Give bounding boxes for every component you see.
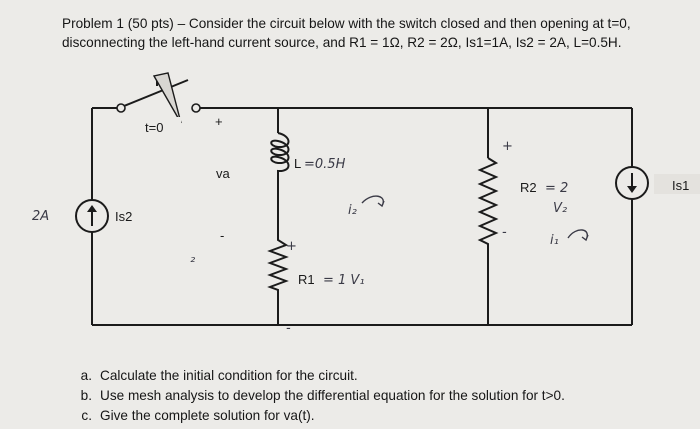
handwritten-inductor-value: =0.5H [304, 157, 346, 172]
switch [116, 72, 201, 124]
va-label: va [216, 166, 231, 181]
handwritten-r2-value: = 2 [545, 181, 568, 196]
question-c-text: Give the complete solution for va(t). [100, 408, 315, 423]
question-c-marker: c. [81, 408, 92, 423]
question-list: a. Calculate the initial condition for t… [62, 366, 682, 426]
handwritten-v2: V₂ [553, 201, 567, 216]
resistor-r2 [477, 157, 499, 262]
question-b-text: Use mesh analysis to develop the differe… [100, 388, 565, 403]
is1-label: Is1 [672, 178, 689, 193]
inductor-coil [270, 132, 290, 216]
handwritten-arrow-i2 [361, 195, 385, 208]
r2-plus-handwritten: + [502, 139, 513, 154]
handwritten-i2: i₂ [348, 203, 357, 218]
r2-minus-handwritten: - [502, 225, 507, 240]
va-minus-sign: - [220, 228, 224, 243]
current-source-is1 [615, 166, 649, 200]
question-b: b. Use mesh analysis to develop the diff… [62, 386, 682, 406]
question-b-marker: b. [80, 388, 92, 403]
r1-minus-handwritten: - [286, 321, 291, 336]
problem-line-2: disconnecting the left-hand current sour… [62, 35, 622, 50]
question-c: c. Give the complete solution for va(t). [62, 406, 682, 426]
switch-label: t=0 [145, 120, 163, 135]
handwritten-arrow-i1 [567, 229, 589, 242]
question-a-text: Calculate the initial condition for the … [100, 368, 358, 383]
r2-label: R2 [520, 180, 537, 195]
question-a-marker: a. [80, 368, 92, 383]
question-a: a. Calculate the initial condition for t… [62, 366, 682, 386]
va-plus-sign: + [215, 114, 223, 129]
problem-line-1: Problem 1 (50 pts) – Consider the circui… [62, 16, 631, 31]
resistor-r1 [267, 216, 289, 300]
current-source-is2 [75, 199, 109, 233]
handwritten-2a: 2A [32, 209, 49, 224]
inductor-label: L [294, 156, 301, 171]
handwritten-i1: i₁ [550, 233, 559, 248]
problem-statement: Problem 1 (50 pts) – Consider the circui… [62, 14, 692, 52]
is2-label: Is2 [115, 209, 132, 224]
r1-plus-handwritten: + [286, 239, 297, 254]
handwritten-small-2: ₂ [190, 251, 195, 266]
r1-label: R1 [298, 272, 315, 287]
handwritten-r1-value: = 1 V₁ [323, 273, 365, 288]
